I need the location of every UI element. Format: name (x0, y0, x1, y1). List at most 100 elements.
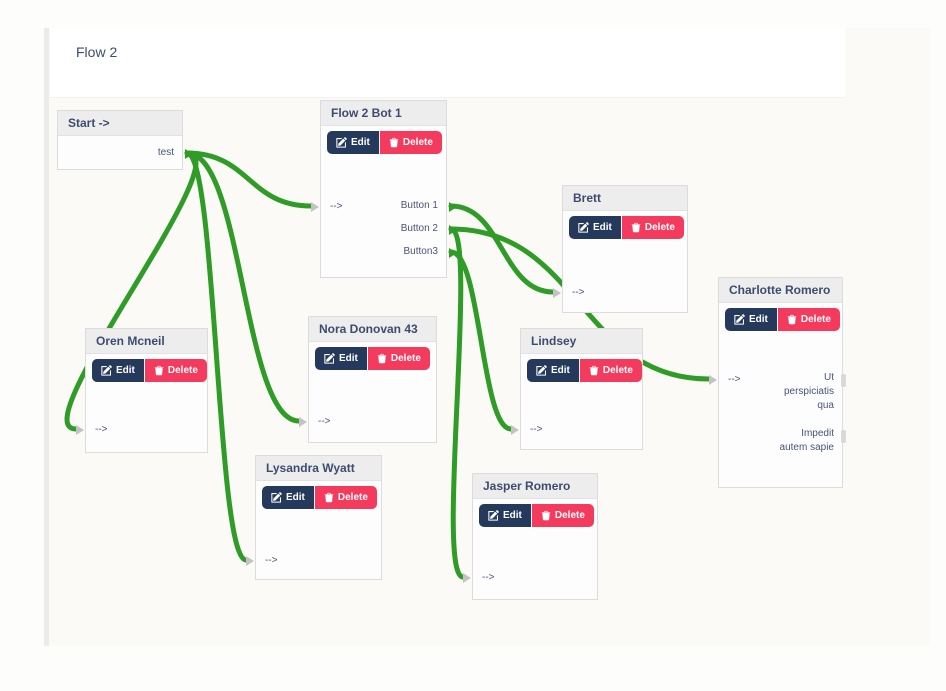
edit-button-label: Edit (503, 510, 522, 521)
output-port-label: Button3 (403, 246, 438, 257)
connection-bot1-out1-to-jasper[interactable] (448, 226, 466, 580)
connection-start-out0-to-nora[interactable] (184, 150, 302, 424)
output-port-handle[interactable] (185, 149, 193, 159)
input-port-handle[interactable] (553, 288, 561, 298)
edit-button[interactable]: Edit (527, 359, 579, 382)
pencil-square-icon (734, 314, 745, 325)
output-port-handle[interactable] (449, 225, 457, 235)
edit-button-label: Edit (593, 222, 612, 233)
edit-button[interactable]: Edit (92, 359, 144, 382)
node-title: Charlotte Romero (719, 278, 842, 303)
input-port-label: --> (572, 287, 585, 298)
delete-button-label: Delete (644, 222, 675, 233)
node-start[interactable]: Start -> test (57, 110, 193, 170)
trash-icon (589, 365, 599, 376)
node-actions: Edit Delete (92, 359, 207, 382)
trash-icon (631, 222, 641, 233)
node-title: Flow 2 Bot 1 (321, 101, 446, 126)
output-port-label: Button 1 (400, 200, 438, 211)
trash-icon (389, 137, 399, 148)
node-actions: Edit Delete (479, 504, 594, 527)
input-port-handle[interactable] (709, 375, 717, 385)
delete-button-label: Delete (167, 365, 198, 376)
input-port-handle[interactable] (299, 417, 307, 427)
input-port-handle[interactable] (311, 202, 319, 212)
connection-bot1-out2-to-lindsey[interactable] (448, 249, 514, 432)
node-actions: Edit Delete (569, 216, 684, 239)
edit-button[interactable]: Edit (479, 504, 531, 527)
connection-start-out0-to-lysandra[interactable] (184, 150, 249, 563)
output-port-label: Ut perspiciatis qua (783, 372, 834, 411)
node-actions: Edit Delete (527, 359, 642, 382)
delete-button[interactable]: Delete (777, 308, 840, 331)
node-title: Start -> (58, 111, 182, 136)
edit-button[interactable]: Edit (327, 131, 379, 154)
output-port-handle[interactable] (449, 248, 457, 258)
node-title: Oren Mcneil (86, 329, 207, 354)
edit-button[interactable]: Edit (725, 308, 777, 331)
delete-button[interactable]: Delete (579, 359, 642, 382)
trash-icon (154, 365, 164, 376)
connection-start-out0-to-bot1[interactable] (184, 150, 314, 209)
delete-button-label: Delete (800, 314, 831, 325)
pencil-square-icon (578, 222, 589, 233)
edit-button-label: Edit (339, 353, 358, 364)
output-port-handle[interactable] (449, 202, 457, 212)
canvas-left-edge (44, 28, 49, 646)
node-actions: Edit Delete (327, 131, 442, 154)
delete-button-label: Delete (402, 137, 433, 148)
delete-button[interactable]: Delete (314, 486, 377, 509)
input-port-handle[interactable] (511, 425, 519, 435)
node-actions: Edit Delete (725, 308, 840, 331)
connection-bot1-out0-to-brett[interactable] (448, 203, 556, 295)
delete-button[interactable]: Delete (144, 359, 207, 382)
node-actions: Edit Delete (315, 347, 430, 370)
pencil-square-icon (336, 137, 347, 148)
flow-title: Flow 2 (76, 44, 118, 60)
edit-button[interactable]: Edit (569, 216, 621, 239)
trash-icon (324, 492, 334, 503)
edit-button-label: Edit (551, 365, 570, 376)
edit-button-label: Edit (749, 314, 768, 325)
pencil-square-icon (324, 353, 335, 364)
trash-icon (787, 314, 797, 325)
edit-button[interactable]: Edit (262, 486, 314, 509)
input-port-handle[interactable] (76, 425, 84, 435)
input-port-label: --> (728, 374, 741, 385)
input-port-label: --> (330, 201, 343, 212)
node-title: Lindsey (521, 329, 642, 354)
delete-button[interactable]: Delete (379, 131, 442, 154)
output-port-label: Impedit autem sapie (779, 428, 834, 453)
output-port-label: test (157, 147, 174, 158)
pencil-square-icon (536, 365, 547, 376)
delete-button[interactable]: Delete (621, 216, 684, 239)
input-port-label: --> (482, 572, 495, 583)
pencil-square-icon (101, 365, 112, 376)
input-port-label: --> (95, 424, 108, 435)
output-port-handle[interactable] (841, 430, 846, 443)
input-port-handle[interactable] (246, 556, 254, 566)
edit-button-label: Edit (116, 365, 135, 376)
node-title: Nora Donovan 43 (309, 317, 436, 342)
edit-button-label: Edit (351, 137, 370, 148)
delete-button-label: Delete (337, 492, 368, 503)
edit-button[interactable]: Edit (315, 347, 367, 370)
input-port-handle[interactable] (463, 573, 471, 583)
input-port-label: --> (265, 555, 278, 566)
delete-button[interactable]: Delete (367, 347, 430, 370)
node-title: Lysandra Wyatt (256, 456, 381, 481)
node-actions: Edit Delete (262, 486, 377, 509)
delete-button[interactable]: Delete (531, 504, 594, 527)
delete-button-label: Delete (390, 353, 421, 364)
node-title: Jasper Romero (473, 474, 597, 499)
output-port-handle[interactable] (841, 374, 846, 387)
